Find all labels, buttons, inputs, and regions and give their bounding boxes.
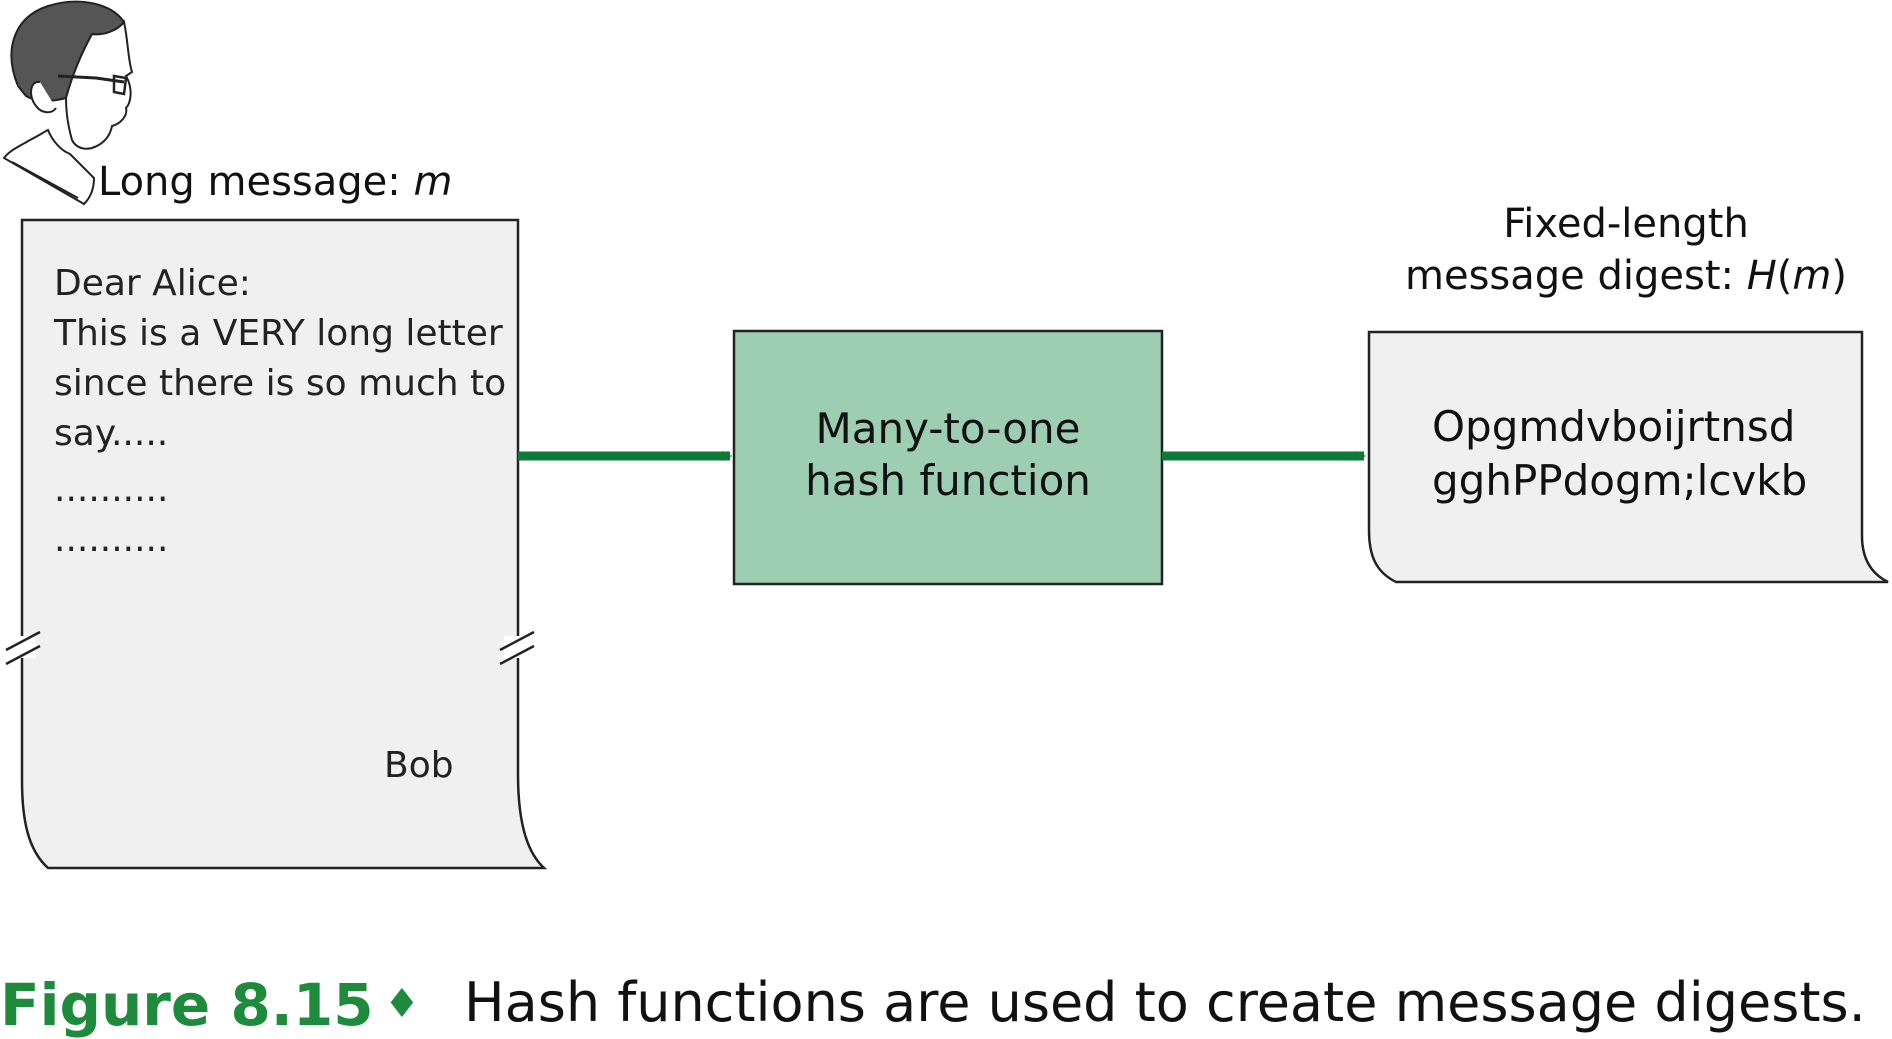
letter-line-6: .......... xyxy=(54,519,169,560)
caption-separator-icon: ♦ xyxy=(384,981,420,1027)
letter-line-1: Dear Alice: xyxy=(54,263,251,304)
hash-box-line-2: hash function xyxy=(805,456,1091,505)
hash-box-line-1: Many-to-one xyxy=(815,404,1081,453)
figure-number: Figure 8.15 xyxy=(0,971,374,1039)
digest-close-paren: ) xyxy=(1831,253,1847,299)
letter-line-3: since there is so much to xyxy=(54,363,507,404)
digest-label: Fixed-length message digest: H(m) xyxy=(1396,204,1856,296)
digest-paper xyxy=(1367,330,1889,584)
digest-var: m xyxy=(1792,253,1832,299)
caption-text: Hash functions are used to create messag… xyxy=(464,971,1866,1034)
letter-break-marks xyxy=(5,630,535,666)
hash-function-box xyxy=(732,329,1164,586)
person-portrait-icon xyxy=(2,0,134,206)
letter-paper xyxy=(20,218,548,870)
digest-open-paren: ( xyxy=(1776,253,1793,299)
digest-label-line-2: message digest: H(m) xyxy=(1396,256,1856,296)
long-message-label: Long message: m xyxy=(98,162,452,202)
long-message-label-prefix: Long message: xyxy=(98,159,414,205)
hash-box-label: Many-to-one hash function xyxy=(734,408,1162,502)
digest-label-prefix: message digest: xyxy=(1405,253,1747,299)
letter-line-5: .......... xyxy=(54,469,169,510)
digest-value-line-1: Opgmdvboijrtnsd xyxy=(1432,402,1796,451)
long-message-var: m xyxy=(413,159,453,205)
digest-func: H xyxy=(1746,253,1777,299)
letter-line-2: This is a VERY long letter xyxy=(54,313,503,354)
digest-label-line-1: Fixed-length xyxy=(1503,201,1749,247)
digest-value-line-2: gghPPdogm;lcvkb xyxy=(1432,456,1808,505)
letter-line-4: say..... xyxy=(54,413,169,454)
letter-signature: Bob xyxy=(384,745,454,786)
